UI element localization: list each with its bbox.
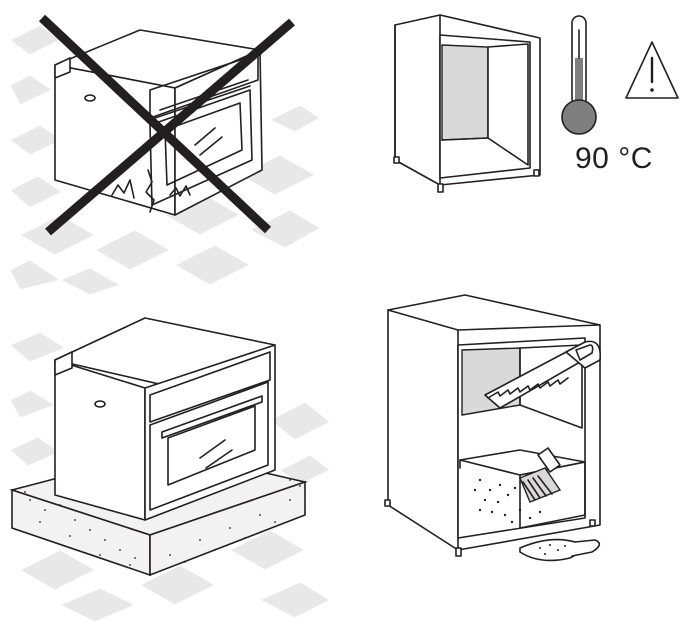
cabinet-heat-illustration (393, 14, 679, 193)
panel-place-on-base (0, 300, 340, 630)
oven-icon (54, 29, 263, 216)
debris (473, 478, 542, 524)
thermometer-icon (561, 15, 597, 135)
cabinet-cut-clean-illustration (384, 294, 602, 562)
panel-do-not-place-on-floor (0, 0, 330, 300)
oven-on-base-illustration (9, 317, 332, 623)
cross-mark-icon (38, 14, 295, 236)
dustpan-icon (519, 538, 601, 562)
warning-triangle-icon (625, 41, 679, 99)
panel-cut-and-clean (380, 290, 692, 632)
oven-icon (54, 317, 276, 521)
temperature-label: 90 °C (575, 142, 653, 175)
floor-tiles (9, 24, 321, 296)
panel-heat-resistance (380, 0, 692, 210)
brush-icon (519, 447, 562, 503)
saw-icon (484, 340, 602, 409)
oven-on-floor-crossed-illustration (9, 14, 321, 296)
cabinet-icon (393, 14, 541, 193)
cabinet-icon (384, 294, 601, 557)
